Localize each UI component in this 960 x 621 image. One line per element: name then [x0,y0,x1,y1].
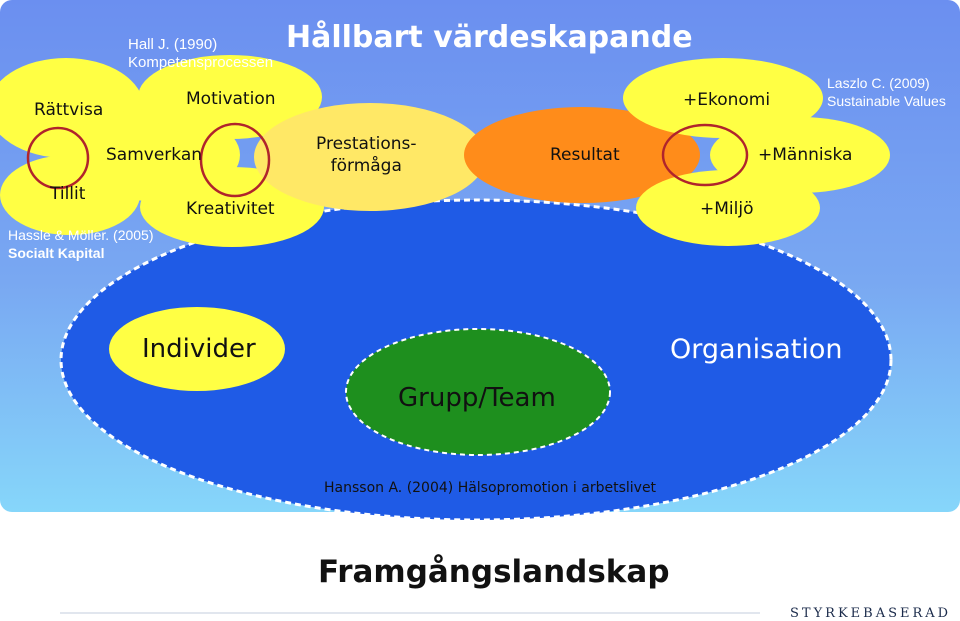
group-bubble [345,328,611,456]
motivation-label: Motivation [186,89,276,109]
motivation-bubble [138,55,322,139]
miljo-bubble [636,170,820,246]
citation-hall-author: Hall J. (1990) [128,36,218,53]
capacity-label-line2: förmåga [330,156,402,176]
samverkan-label: Samverkan [106,145,203,165]
brand-logo: STYRKEBASERAD [790,606,952,621]
capacity-label-line1: Prestations- [316,134,417,154]
red-circle-right [661,123,749,187]
citation-hassle-author: Hassle & Möller. (2005) [8,227,154,243]
red-circle-middle [199,122,271,198]
kreativitet-label: Kreativitet [186,199,275,219]
citation-laszlo-title: Sustainable Values [827,93,946,109]
citation-hassle: Hassle & Möller. (2005) Socialt Kapital [8,226,154,262]
caption: Framgångslandskap [318,554,670,590]
ekonomi-label: +Ekonomi [683,90,771,110]
citation-hansson: Hansson A. (2004) Hälsopromotion i arbet… [324,480,657,496]
red-circle-left [26,126,90,190]
result-bubble [464,107,700,203]
citation-hall-title: Kompetensprocessen [128,54,274,71]
result-label: Resultat [550,145,620,165]
group-label: Grupp/Team [398,383,556,413]
individer-label: Individer [142,334,256,364]
citation-laszlo-author: Laszlo C. (2009) [827,75,930,91]
capacity-bubble [254,103,486,211]
manniska-label: +Människa [758,145,853,165]
rattvisa-label: Rättvisa [34,100,104,120]
capacity-label: Prestations- förmåga [316,133,417,177]
ekonomi-bubble [623,58,823,138]
miljo-label: +Miljö [700,199,754,219]
citation-hassle-title: Socialt Kapital [8,245,105,261]
title: Hållbart värdeskapande [286,20,693,55]
citation-laszlo: Laszlo C. (2009) Sustainable Values [827,74,946,110]
citation-hall: Hall J. (1990) Kompetensprocessen [128,36,273,72]
organisation-label: Organisation [670,334,843,365]
tillit-label: Tillit [50,184,86,204]
individer-bubble [109,307,285,391]
